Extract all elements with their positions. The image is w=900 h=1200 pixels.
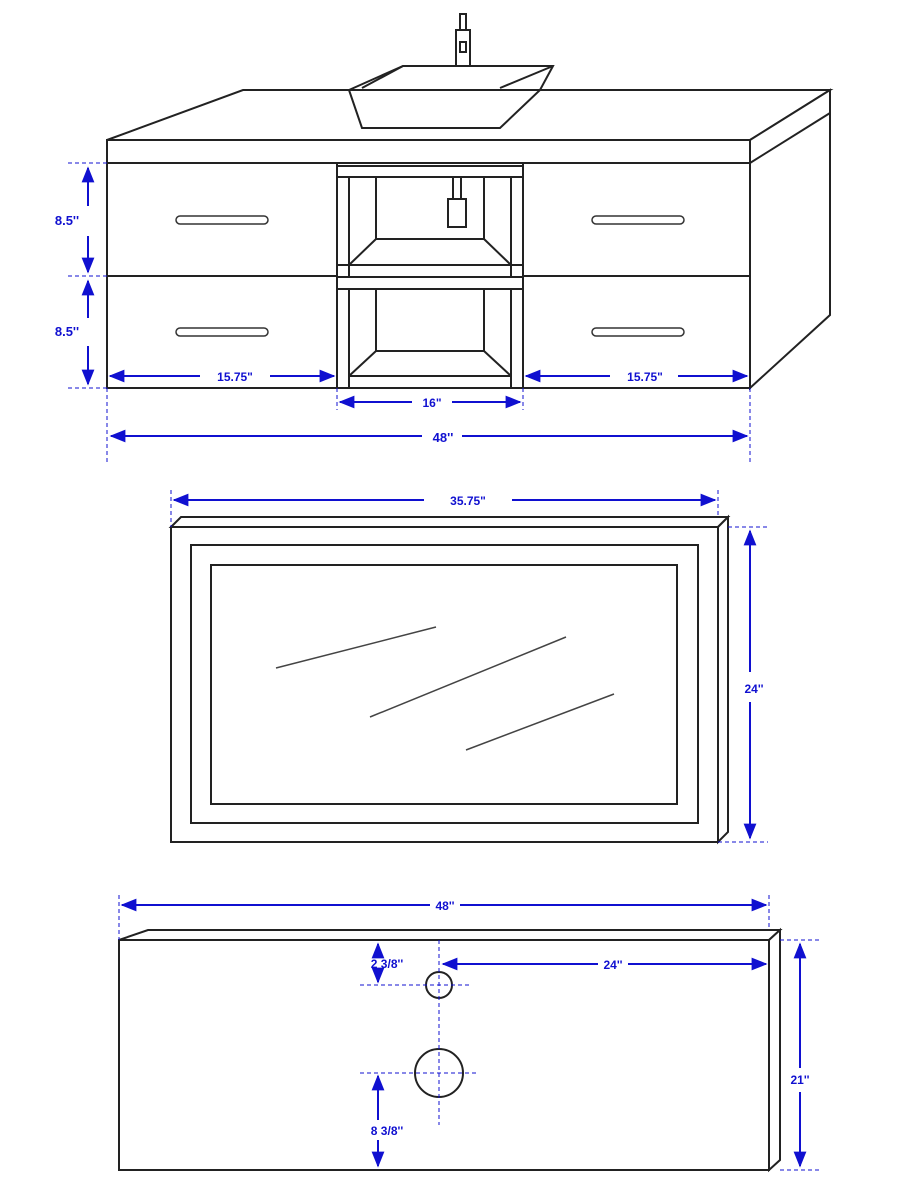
- vessel-sink: [347, 65, 555, 129]
- mirror-height-label: 24'': [744, 682, 763, 696]
- faucet-offset-right-label: 24'': [603, 958, 622, 972]
- countertop-depth-label: 21'': [790, 1073, 809, 1087]
- drawer-height-bottom-label: 8.5'': [55, 324, 79, 339]
- right-width-label: 15.75": [627, 370, 663, 384]
- mirror-glass: [210, 564, 678, 805]
- faucet-offset-top-label: 2 3/8'': [371, 957, 404, 971]
- faucet-icon: [455, 13, 471, 67]
- open-shelf: [336, 162, 524, 389]
- vanity-front-view: 8.5'' 8.5'' 15.75" 15.75" 16" 48'': [55, 13, 834, 462]
- drawer-handle: [591, 215, 685, 225]
- mirror-side-edge: [717, 514, 729, 845]
- mirror-view: 35.75" 24'': [168, 490, 768, 845]
- countertop-side-edge: [768, 927, 781, 1173]
- vanity-dimensions: 8.5'' 8.5'' 15.75" 15.75" 16" 48'': [55, 162, 751, 462]
- countertop-back-edge: [118, 929, 783, 941]
- center-width-label: 16": [422, 396, 441, 410]
- total-width-label: 48'': [433, 430, 454, 445]
- drain-offset-bottom-label: 8 3/8'': [371, 1124, 404, 1138]
- mirror-width-label: 35.75": [450, 494, 486, 508]
- drain-pipe: [452, 176, 462, 200]
- cabinet-side-face: [749, 88, 831, 391]
- drawer-handle: [591, 327, 685, 337]
- countertop-view: 48'' 24'' 2 3/8'' 8 3/8'' 21'': [118, 895, 820, 1173]
- drawer-height-top-label: 8.5'': [55, 213, 79, 228]
- left-width-label: 15.75": [217, 370, 253, 384]
- drawer-handle: [175, 215, 269, 225]
- drawer-handle: [175, 327, 269, 337]
- countertop-front: [106, 139, 751, 164]
- mirror-top-edge: [168, 516, 731, 528]
- countertop-width-label: 48'': [435, 899, 454, 913]
